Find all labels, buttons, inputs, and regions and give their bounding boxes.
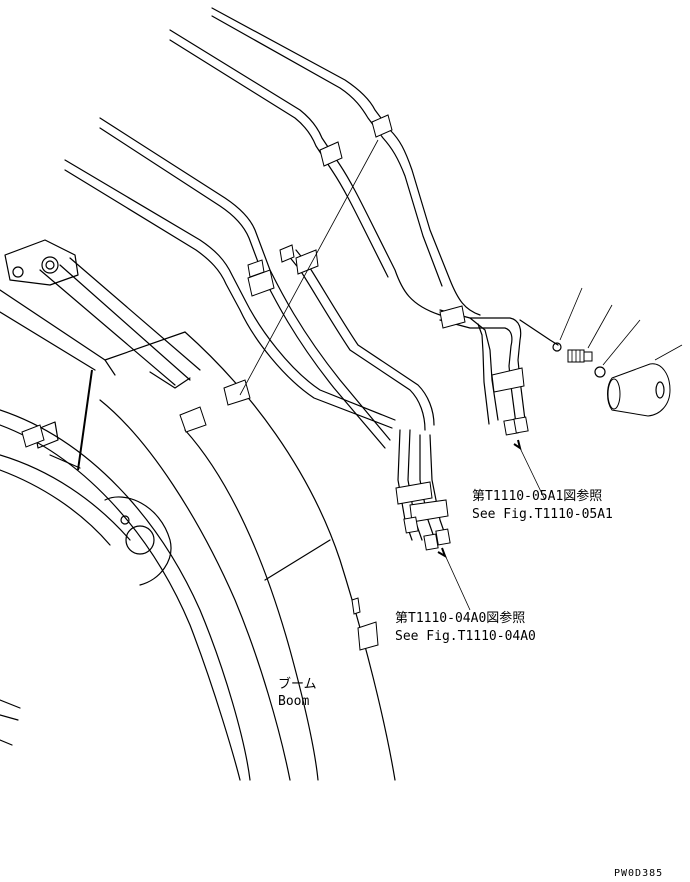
ref-05a1-japanese-label: 第T1110-05A1図参照 <box>472 489 603 504</box>
ref-04a0-english-label: See Fig.T1110-04A0 <box>395 629 536 644</box>
boom-japanese-label: ブーム <box>278 677 317 692</box>
plug-fitting-icon <box>567 349 593 363</box>
reference-arrows <box>437 439 546 611</box>
ref-05a1-english-label: See Fig.T1110-05A1 <box>472 507 613 522</box>
o-ring-icon <box>552 342 562 352</box>
hose-clamps <box>21 114 525 651</box>
hose-branch-right <box>439 309 559 425</box>
exploded-parts <box>552 287 683 417</box>
ref-04a0-japanese-label: 第T1110-04A0図参照 <box>395 611 526 626</box>
leader-lines <box>239 139 379 396</box>
hose-group-lower <box>64 117 448 541</box>
cap-cylinder-icon <box>607 363 671 417</box>
boom-english-label: Boom <box>278 694 310 709</box>
drawing-code-label: PW0D385 <box>614 868 664 879</box>
washer-icon <box>594 366 606 378</box>
boom-structure <box>0 239 396 781</box>
hose-end-fittings <box>403 416 529 551</box>
